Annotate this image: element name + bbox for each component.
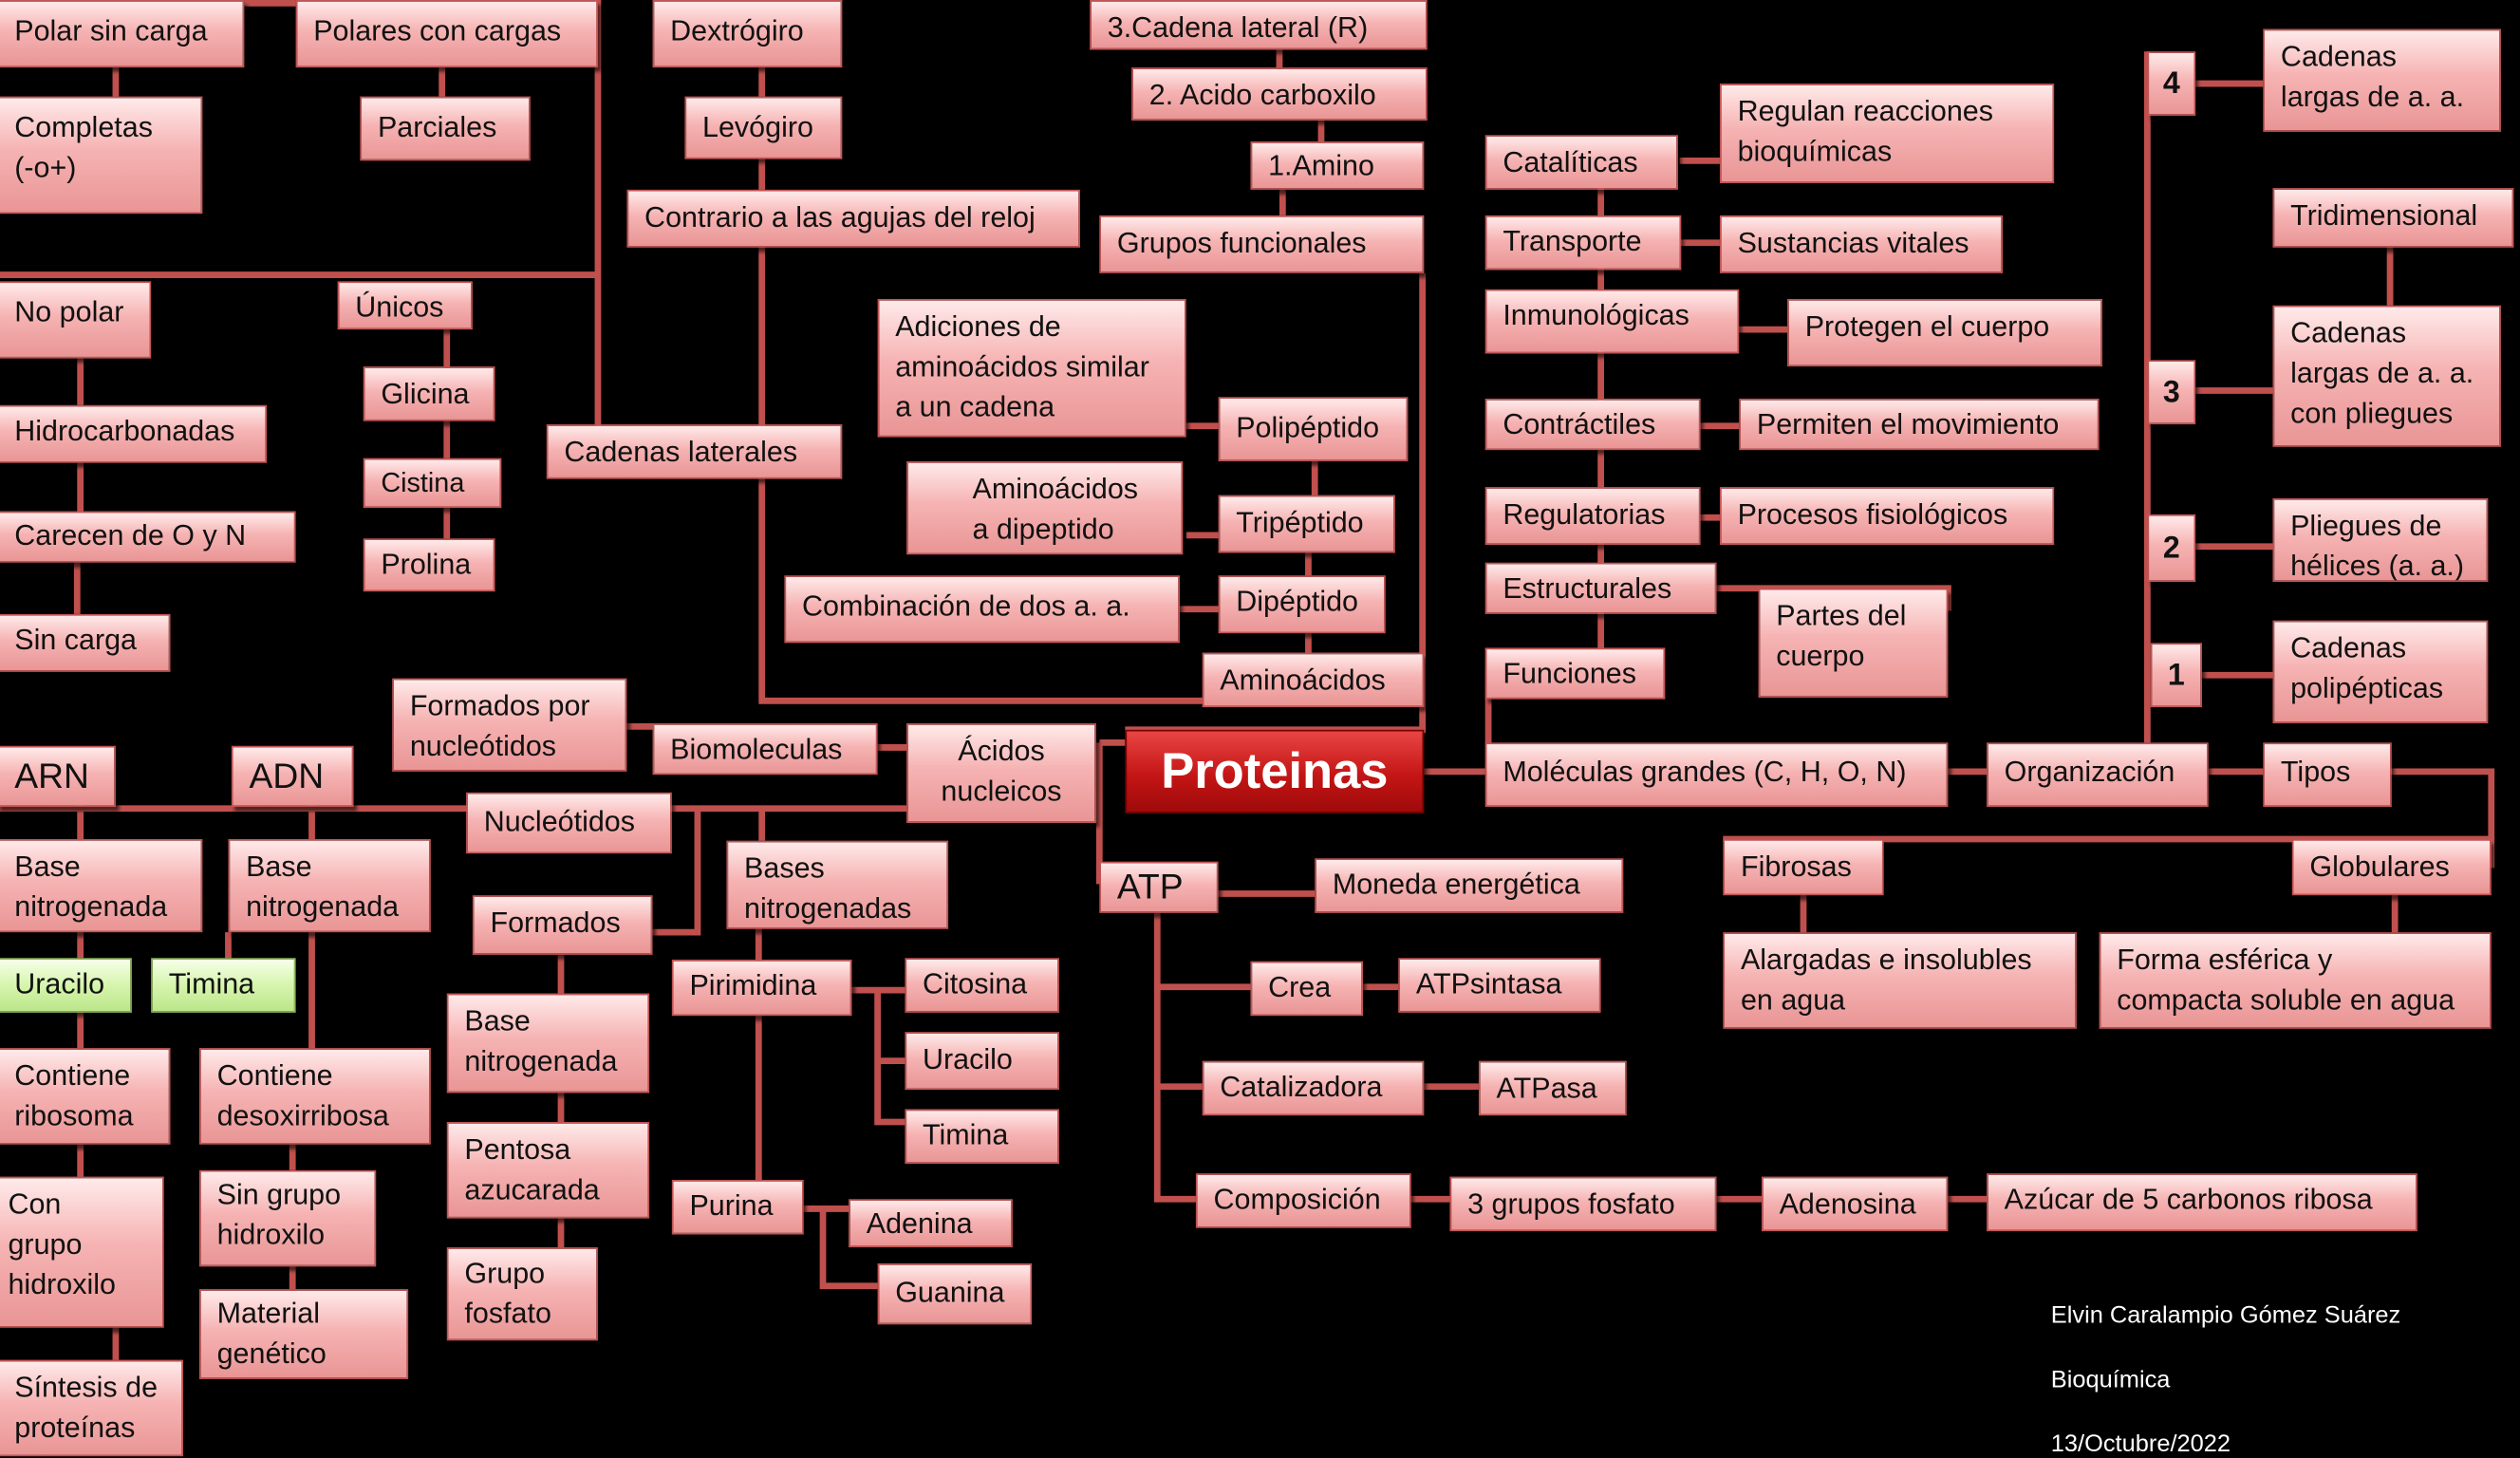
box-azucar: Azúcar de 5 carbonos ribosa	[1987, 1173, 2417, 1232]
box-unicos: Únicos	[337, 281, 473, 330]
box-cistina: Cistina	[363, 458, 502, 509]
box-contrario: Contrario a las agujas del reloj	[626, 189, 1080, 248]
box-estructurales: Estructurales	[1484, 562, 1717, 614]
box-cadenas-laterales: Cadenas laterales	[546, 424, 843, 479]
box-citosina: Citosina	[905, 958, 1059, 1013]
box-moneda: Moneda energética	[1315, 858, 1624, 913]
box-sintesis: Síntesis de proteínas	[0, 1359, 184, 1457]
box-con-grupo: Con grupo hidroxilo	[0, 1176, 164, 1328]
box-sustancias: Sustancias vitales	[1719, 215, 2003, 273]
box-regulan: Regulan reacciones bioquímicas	[1719, 84, 2055, 184]
box-combinacion: Combinación de dos a. a.	[784, 575, 1180, 644]
box-grupo-fosfato: Grupo fosfato	[446, 1247, 598, 1341]
box-polipeptido: Polipéptido	[1218, 397, 1409, 462]
box-cadenas-pliegues: Cadenas largas de a. a. con pliegues	[2272, 305, 2501, 447]
box-sin-carga: Sin carga	[0, 613, 171, 672]
box-grupos-funcionales: Grupos funcionales	[1099, 215, 1425, 273]
box-polares-con-cargas: Polares con cargas	[295, 0, 598, 68]
box-alargadas: Alargadas e insolubles en agua	[1723, 932, 2077, 1029]
box-acidos-nucleicos: Ácidos nucleicos	[906, 723, 1096, 824]
box-contiene-desox: Contiene desoxirribosa	[198, 1048, 431, 1145]
box-dextrogiro: Dextrógiro	[652, 0, 843, 68]
box-pentosa: Pentosa azucarada	[446, 1121, 650, 1219]
box-composicion: Composición	[1195, 1173, 1411, 1228]
box-partes: Partes del cuerpo	[1758, 588, 1949, 698]
box-cataliticas: Catalíticas	[1484, 135, 1678, 190]
box-atpsintasa: ATPsintasa	[1398, 958, 1601, 1013]
box-cadenas-polipepticas: Cadenas polipépticas	[2272, 620, 2489, 724]
box-glicina: Glicina	[363, 366, 495, 421]
credit-author: Elvin Caralampio Gómez Suárez	[2050, 1301, 2401, 1330]
box-contiene-ribosoma: Contiene ribosoma	[0, 1048, 171, 1145]
box-base-nitro-adn: Base nitrogenada	[228, 838, 431, 933]
box-parciales: Parciales	[360, 96, 531, 161]
box-timina-green: Timina	[151, 958, 296, 1013]
box-movimiento: Permiten el movimiento	[1739, 398, 2100, 451]
box-bases-nitro: Bases nitrogenadas	[726, 840, 949, 929]
box-sin-grupo: Sin grupo hidroxilo	[198, 1169, 377, 1267]
box-protegen: Protegen el cuerpo	[1787, 298, 2102, 367]
box-forma-esferica: Forma esférica y compacta soluble en agu…	[2099, 932, 2492, 1029]
badge-level-4: 4	[2147, 51, 2196, 116]
box-guanina: Guanina	[877, 1263, 1033, 1325]
box-uracilo: Uracilo	[905, 1032, 1059, 1091]
box-completas: Completas (-o+)	[0, 96, 203, 215]
box-adiciones: Adiciones de aminoácidos similar a un ca…	[877, 298, 1186, 438]
box-purina: Purina	[671, 1179, 804, 1235]
box-adenina: Adenina	[849, 1199, 1013, 1248]
box-adenosina: Adenosina	[1761, 1176, 1949, 1232]
credit-subject: Bioquímica	[2050, 1366, 2171, 1394]
box-acido-carboxilo: 2. Acido carboxilo	[1131, 67, 1428, 122]
box-funciones: Funciones	[1484, 647, 1666, 700]
box-pirimidina: Pirimidina	[671, 959, 852, 1017]
badge-level-3: 3	[2147, 360, 2196, 425]
box-arn: ARN	[0, 745, 116, 808]
box-levogiro: Levógiro	[684, 96, 843, 159]
box-crea: Crea	[1250, 961, 1364, 1017]
box-regulatorias: Regulatorias	[1484, 487, 1701, 546]
box-biomoleculas: Biomoleculas	[652, 723, 878, 776]
box-moleculas: Moléculas grandes (C, H, O, N)	[1484, 742, 1949, 808]
badge-level-1: 1	[2150, 643, 2202, 708]
box-amino: 1.Amino	[1250, 141, 1425, 190]
main-title: Proteinas	[1125, 729, 1425, 813]
box-atp: ATP	[1099, 861, 1219, 913]
box-formados: Formados	[472, 895, 653, 955]
box-contractiles: Contráctiles	[1484, 398, 1701, 451]
box-tipos: Tipos	[2263, 742, 2392, 808]
box-material: Material genético	[198, 1289, 409, 1379]
box-prolina: Prolina	[363, 538, 495, 592]
badge-level-2: 2	[2147, 514, 2196, 583]
box-no-polar: No polar	[0, 281, 152, 359]
box-pliegues-helices: Pliegues de hélices (a. a.)	[2272, 497, 2489, 583]
box-tripeptido: Tripéptido	[1218, 495, 1395, 553]
box-catalizadora: Catalizadora	[1202, 1060, 1425, 1116]
box-inmunologicas: Inmunológicas	[1484, 289, 1740, 354]
box-dipeptido: Dipéptido	[1218, 575, 1386, 634]
box-base-nitro-arn: Base nitrogenada	[0, 838, 203, 933]
box-adn: ADN	[231, 745, 354, 808]
box-procesos: Procesos fisiológicos	[1719, 487, 2055, 546]
box-polar-sin-carga: Polar sin carga	[0, 0, 245, 68]
box-timina: Timina	[905, 1109, 1059, 1165]
box-atpasa: ATPasa	[1478, 1060, 1627, 1116]
credit-date: 13/Octubre/2022	[2050, 1430, 2231, 1458]
box-transporte: Transporte	[1484, 215, 1682, 271]
box-hidrocarbonadas: Hidrocarbonadas	[0, 404, 268, 463]
box-fibrosas: Fibrosas	[1723, 838, 1884, 896]
box-tridimensional: Tridimensional	[2272, 188, 2514, 248]
box-cadenas-largas: Cadenas largas de a. a.	[2263, 28, 2501, 132]
box-nucleotidos: Nucleótidos	[466, 792, 672, 854]
box-aa-dipeptido: Aminoácidos a dipeptido	[906, 461, 1184, 555]
box-globulares: Globulares	[2291, 838, 2492, 896]
box-tres-grupos: 3 grupos fosfato	[1449, 1176, 1717, 1232]
box-uracilo-green: Uracilo	[0, 958, 132, 1013]
box-organizacion: Organización	[1987, 742, 2209, 808]
box-formados-por: Formados por nucleótidos	[392, 678, 627, 772]
box-aminoacidos: Aminoácidos	[1202, 652, 1425, 708]
box-cadena-lateral-r: 3.Cadena lateral (R)	[1090, 0, 1428, 50]
box-carecen: Carecen de O y N	[0, 511, 296, 563]
box-base-nitro-f: Base nitrogenada	[446, 993, 650, 1094]
